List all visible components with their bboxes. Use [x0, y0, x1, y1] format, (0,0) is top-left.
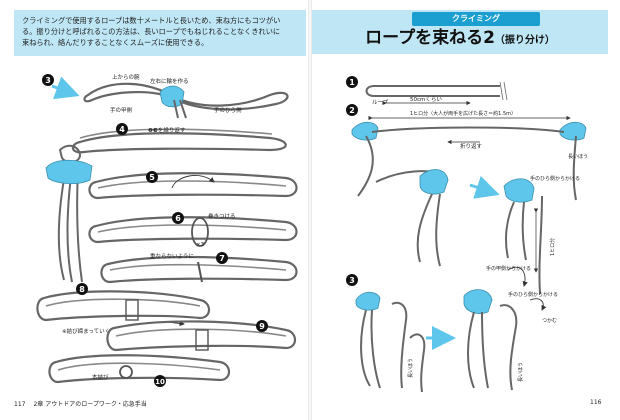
label-square-knot: 本結び: [92, 373, 109, 381]
step-3-figure: [51, 76, 289, 119]
step-4-figure: [71, 128, 287, 154]
svg-text:4: 4: [119, 125, 125, 134]
step-10-figure: [48, 354, 231, 384]
category-badge: クライミング: [412, 12, 540, 26]
step-6-figure: [88, 216, 298, 247]
label-long-side-3: 長いほう: [518, 362, 524, 382]
svg-text:3: 3: [45, 76, 51, 85]
svg-text:1: 1: [349, 78, 355, 87]
label-from-back: 手の甲側からかける: [486, 265, 531, 272]
intro-box: クライミングで使用するロープは数十メートルと長いため、束ね方にもコツがい る。振…: [14, 10, 306, 56]
label-loop: ループ: [372, 99, 389, 106]
label-about-50cm: 50cmくらい: [410, 96, 442, 103]
step-number-6: 6: [172, 212, 184, 224]
svg-text:9: 9: [259, 322, 265, 331]
label-palm-side: 手のひら側: [214, 106, 242, 114]
hanging-bundle-figure: [45, 144, 93, 283]
label-long-side: 長いほう: [568, 154, 588, 160]
chapter-label: 2章: [33, 401, 44, 408]
intro-line: クライミングで使用するロープは数十メートルと長いため、束ね方にもコツがい: [22, 16, 281, 25]
page-number-left: 117: [14, 401, 26, 408]
step-number-7: 7: [216, 252, 228, 264]
label-from-palm-2: 手のひら側からかける: [508, 291, 558, 298]
step-number-5: 5: [146, 171, 158, 183]
svg-text:8: 8: [79, 285, 85, 294]
page-title: ロープを束ねる2（振り分け）: [312, 28, 608, 51]
step-number-4: 4: [116, 123, 128, 135]
title-main: ロープを束ねる2: [365, 28, 495, 48]
label-back-of-hand: 手の甲側: [110, 106, 133, 114]
book-gutter: [308, 0, 312, 420]
page-number-right: 116: [590, 399, 602, 406]
svg-text:3: 3: [349, 276, 355, 285]
step-9-figure: [106, 320, 297, 352]
label-repeat-2-3: ❷❸を繰り返す: [148, 126, 186, 134]
intro-line: る。振り分けと呼ばれるこの方法は、長いロープでもねじれることなくきれいに: [22, 27, 281, 36]
svg-text:5: 5: [149, 173, 155, 182]
right-step-number-1: 1: [346, 76, 358, 88]
label-grab: つかむ: [542, 317, 557, 324]
step-number-3: 3: [42, 74, 54, 86]
label-no-overlap: 重ならないように: [150, 252, 194, 260]
label-times-3: ×3: [196, 242, 205, 248]
svg-text:2: 2: [349, 106, 355, 115]
label-wrap: 巻きつける: [208, 212, 236, 220]
svg-text:7: 7: [219, 254, 225, 263]
step-number-8: 8: [76, 283, 88, 295]
label-one-span-short: 1ヒロ分: [549, 238, 556, 256]
title-sub: （振り分け）: [494, 35, 555, 46]
chapter-title: アウトドアのロープワーク・応急手当: [45, 401, 147, 408]
svg-text:6: 6: [175, 214, 181, 223]
step-7-figure: [100, 255, 298, 284]
right-step-2-lower-figure: [375, 169, 543, 295]
right-step-2-figure: [351, 115, 587, 201]
label-left-right-loops: 左右に輪を作る: [150, 77, 189, 85]
step-number-9: 9: [256, 320, 268, 332]
right-step-number-2: 2: [346, 104, 358, 116]
intro-line: 束ねられ、絡んだりすることなくスムーズに使用できる。: [22, 38, 209, 47]
step-8-figure: [36, 290, 211, 327]
right-step-number-3: 3: [346, 274, 358, 286]
label-long-side-2: 長いほう: [408, 358, 414, 378]
svg-text:10: 10: [155, 378, 165, 386]
label-one-span: 1ヒロ分（大人が両手を広げた長さ＝約1.5m）: [410, 110, 516, 117]
right-step-1-figure: [365, 81, 508, 106]
step-number-10: 10: [154, 375, 166, 387]
footer-left: 117 2章 アウトドアのロープワーク・応急手当: [14, 399, 147, 408]
label-tightening: ※結び締まっていく: [62, 327, 110, 335]
label-from-top: 上からの腕: [112, 73, 140, 81]
label-from-palm: 手のひら側からかける: [530, 175, 580, 182]
label-fold-back: 折り返す: [460, 142, 483, 150]
right-step-3-figure: [355, 266, 547, 393]
step-5-figure: [88, 172, 298, 200]
